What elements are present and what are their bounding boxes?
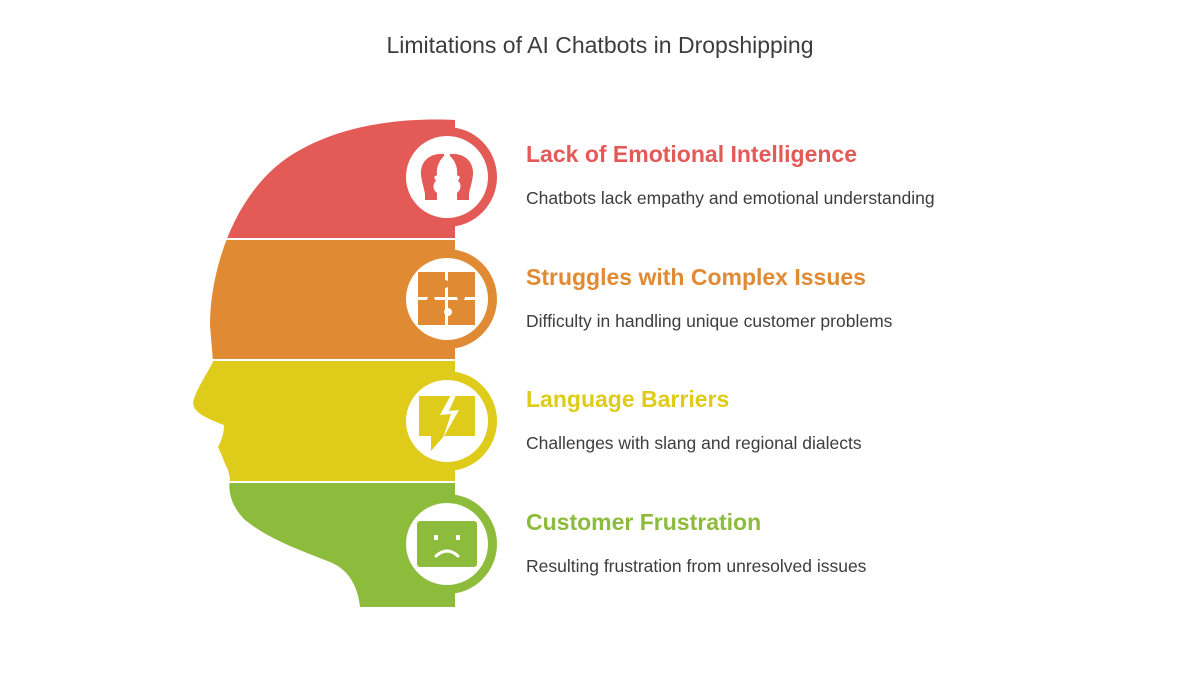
head-profiles-icon: [420, 153, 474, 200]
puzzle-icon: [418, 272, 475, 325]
item-emotional: Lack of Emotional Intelligence Chatbots …: [526, 141, 1166, 209]
item-frustration: Customer Frustration Resulting frustrati…: [526, 509, 1166, 577]
circle-complex: [397, 249, 497, 349]
circle-frustration: [397, 494, 497, 594]
item-description: Challenges with slang and regional diale…: [526, 433, 862, 453]
item-title: Lack of Emotional Intelligence: [526, 141, 858, 167]
page-title: Limitations of AI Chatbots in Dropshippi…: [386, 32, 814, 58]
item-description: Resulting frustration from unresolved is…: [526, 556, 867, 576]
sad-face-icon: [417, 521, 477, 567]
item-complex: Struggles with Complex Issues Difficulty…: [526, 264, 1166, 332]
item-title: Language Barriers: [526, 386, 730, 412]
item-title: Customer Frustration: [526, 509, 762, 535]
broken-speech-bubble-icon: [419, 393, 475, 451]
circle-emotional: [397, 127, 497, 227]
item-description: Difficulty in handling unique customer p…: [526, 311, 893, 331]
item-description: Chatbots lack empathy and emotional unde…: [526, 188, 935, 208]
circle-language: [397, 371, 497, 471]
item-title: Struggles with Complex Issues: [526, 264, 866, 290]
item-language: Language Barriers Challenges with slang …: [526, 386, 1166, 454]
